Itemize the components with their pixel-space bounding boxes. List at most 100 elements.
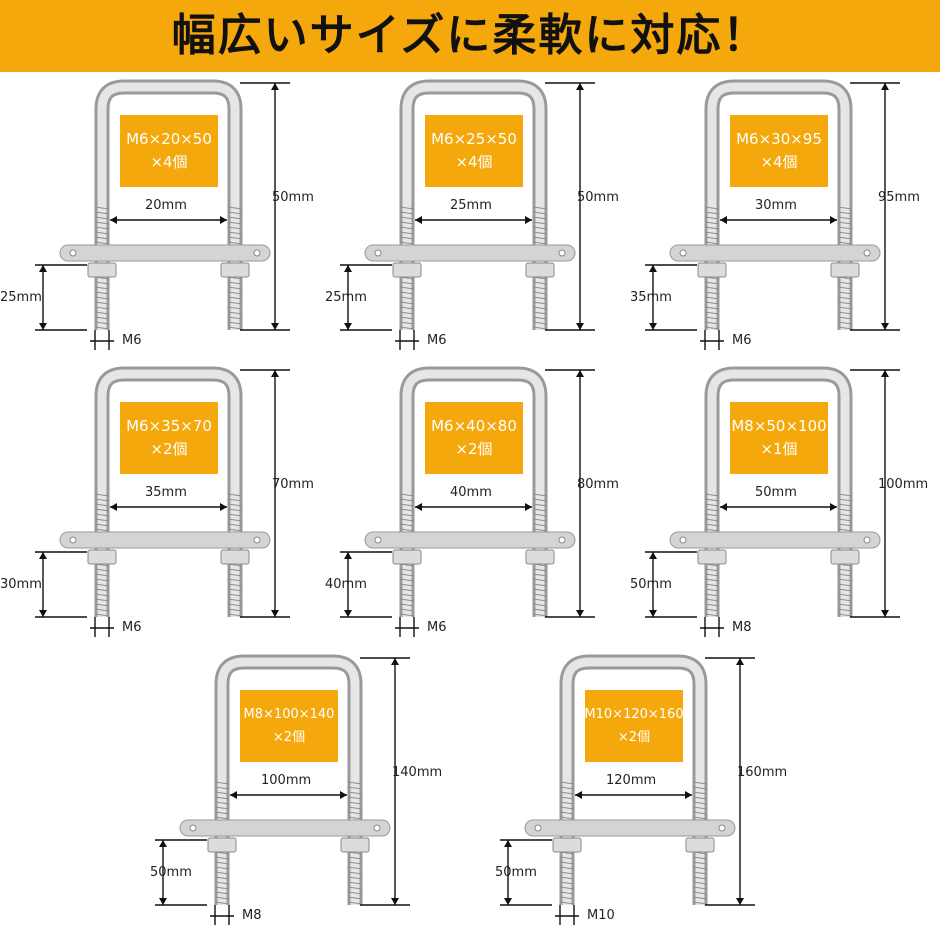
- u-bolt-body: [707, 369, 850, 617]
- u-bolt-illustration: [340, 366, 595, 637]
- plate-hole: [69, 249, 77, 257]
- thread-mark: [692, 811, 708, 815]
- arrow-head: [391, 898, 399, 905]
- arrow-head: [685, 791, 692, 799]
- thread-mark: [227, 206, 243, 210]
- arrow-head: [271, 610, 279, 617]
- thread-mark: [837, 523, 853, 527]
- plate-hole: [718, 824, 726, 832]
- thread-mark: [559, 811, 575, 815]
- thread-mark: [837, 598, 853, 602]
- thread-mark: [94, 226, 110, 230]
- thread-mark: [837, 236, 853, 240]
- thread-mark: [214, 791, 230, 795]
- thread-mark: [347, 901, 363, 905]
- thread-mark: [692, 801, 708, 805]
- thread-mark: [214, 811, 230, 815]
- thread-mark: [347, 861, 363, 865]
- diameter-label: M8: [732, 620, 752, 635]
- thread-mark: [692, 901, 708, 905]
- plate-hole: [863, 536, 871, 544]
- thread-length-label: 30mm: [0, 577, 42, 592]
- thread-mark: [704, 568, 720, 572]
- thread-mark: [532, 593, 548, 597]
- thread-mark: [399, 588, 415, 592]
- u-bolt-illustration: [645, 79, 900, 350]
- hex-nut: [87, 262, 117, 278]
- bolt-panel: M8×50×100 ×1個 50mm 100mm 50mm M8: [630, 362, 935, 652]
- thread-mark: [559, 886, 575, 890]
- thread-mark: [347, 886, 363, 890]
- thread-mark: [532, 316, 548, 320]
- thread-mark: [399, 306, 415, 310]
- thread-mark: [692, 861, 708, 865]
- thread-mark: [399, 296, 415, 300]
- thread-mark: [227, 513, 243, 517]
- u-bolt-body: [97, 82, 240, 330]
- thread-mark: [704, 311, 720, 315]
- thread-mark: [94, 518, 110, 522]
- thread-mark: [94, 528, 110, 532]
- thread-mark: [704, 493, 720, 497]
- thread-mark: [837, 513, 853, 517]
- thread-mark: [214, 856, 230, 860]
- thread-mark: [532, 613, 548, 617]
- thread-mark: [837, 311, 853, 315]
- arrow-head: [271, 83, 279, 90]
- thread-mark: [532, 588, 548, 592]
- thread-mark: [532, 241, 548, 245]
- thread-mark: [227, 326, 243, 330]
- spec-card: M6×40×80 ×2個: [425, 402, 523, 474]
- thread-mark: [347, 881, 363, 885]
- thread-mark: [704, 316, 720, 320]
- thread-mark: [399, 603, 415, 607]
- arrow-head: [344, 552, 352, 559]
- hex-nut: [207, 837, 237, 853]
- thread-length-label: 50mm: [150, 865, 192, 880]
- thread-mark: [837, 286, 853, 290]
- arrow-head: [881, 370, 889, 377]
- arrow-head: [575, 791, 582, 799]
- thread-mark: [399, 608, 415, 612]
- arrow-head: [576, 370, 584, 377]
- thread-mark: [532, 573, 548, 577]
- arrow-head: [159, 898, 167, 905]
- thread-mark: [532, 518, 548, 522]
- thread-mark: [399, 291, 415, 295]
- thread-mark: [227, 311, 243, 315]
- arrow-head: [39, 610, 47, 617]
- thread-mark: [532, 311, 548, 315]
- thread-mark: [692, 896, 708, 900]
- hex-nut: [525, 549, 555, 565]
- mounting-plate: [669, 531, 881, 549]
- thread-mark: [94, 608, 110, 612]
- quantity-label: ×2個: [272, 730, 306, 745]
- thread-mark: [399, 221, 415, 225]
- thread-length-label: 50mm: [630, 577, 672, 592]
- arrow-head: [720, 216, 727, 224]
- u-bolt-illustration: [500, 654, 755, 925]
- thread-mark: [837, 306, 853, 310]
- hex-nut: [552, 837, 582, 853]
- thread-mark: [704, 291, 720, 295]
- quantity-label: ×4個: [760, 153, 798, 171]
- spec-label: M8×50×100: [731, 417, 827, 435]
- mounting-plate: [524, 819, 736, 837]
- hex-nut: [220, 262, 250, 278]
- thread-mark: [692, 886, 708, 890]
- height-label: 140mm: [392, 765, 443, 780]
- thread-mark: [704, 241, 720, 245]
- thread-mark: [227, 498, 243, 502]
- thread-mark: [94, 306, 110, 310]
- thread-mark: [227, 226, 243, 230]
- thread-mark: [399, 216, 415, 220]
- thread-mark: [214, 876, 230, 880]
- thread-mark: [532, 231, 548, 235]
- thread-mark: [704, 603, 720, 607]
- width-label: 100mm: [261, 773, 312, 788]
- mounting-plate: [364, 531, 576, 549]
- bolt-panel: M6×40×80 ×2個 40mm 80mm 40mm M6: [325, 362, 630, 652]
- thread-mark: [399, 231, 415, 235]
- arrow-head: [830, 503, 837, 511]
- arrow-head: [576, 610, 584, 617]
